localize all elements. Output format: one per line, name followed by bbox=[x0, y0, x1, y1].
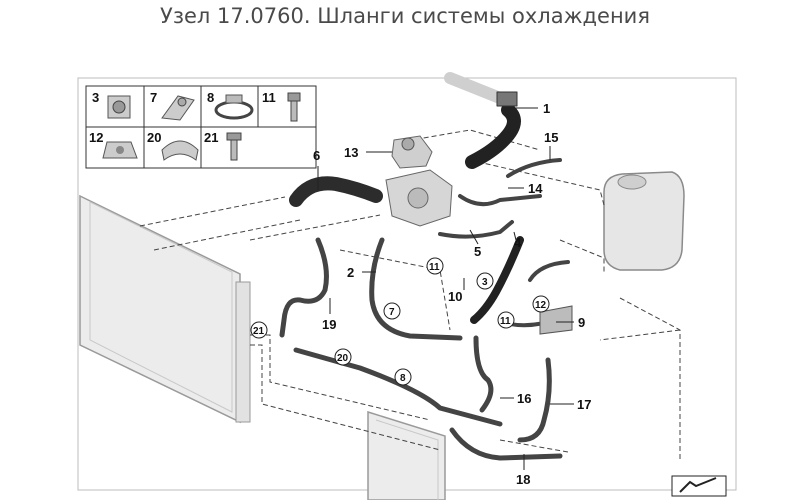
callout-10: 10 bbox=[448, 289, 462, 304]
legend-num-21: 21 bbox=[204, 130, 218, 145]
bracket-9 bbox=[539, 305, 573, 335]
clip-nut-icon bbox=[102, 141, 138, 159]
callout-circle-11a: 11 bbox=[429, 262, 440, 273]
callout-16: 16 bbox=[517, 391, 531, 406]
hose-clamp-icon bbox=[214, 94, 254, 120]
callout-4: 4 bbox=[514, 235, 522, 250]
callout-5: 5 bbox=[474, 244, 481, 259]
legend-num-20: 20 bbox=[147, 130, 161, 145]
callout-15: 15 bbox=[544, 130, 558, 145]
callout-18: 18 bbox=[516, 472, 530, 487]
clamp-bracket-icon bbox=[107, 95, 131, 119]
callout-13: 13 bbox=[344, 145, 358, 160]
bolt-icon bbox=[287, 92, 301, 122]
callout-circle-11b: 11 bbox=[500, 316, 511, 327]
callout-19: 19 bbox=[322, 317, 336, 332]
callouts: 1 6 13 15 14 2 5 4 10 9 19 16 17 18 11 3 bbox=[250, 101, 591, 487]
legend-num-8: 8 bbox=[207, 90, 214, 105]
callout-14: 14 bbox=[528, 181, 543, 196]
legend-num-3: 3 bbox=[92, 90, 99, 105]
expansion-tank bbox=[603, 171, 685, 271]
auxiliary-radiator bbox=[367, 410, 446, 500]
hose-holder-icon bbox=[161, 95, 195, 121]
callout-9: 9 bbox=[578, 315, 585, 330]
electric-pump bbox=[391, 135, 433, 169]
mounting-bracket-icon bbox=[161, 140, 199, 161]
screw-icon bbox=[226, 132, 242, 161]
legend-num-7: 7 bbox=[150, 90, 157, 105]
corner-logo-icon bbox=[671, 475, 727, 497]
legend-num-12: 12 bbox=[89, 130, 103, 145]
callout-circle-7: 7 bbox=[389, 307, 395, 318]
callout-2: 2 bbox=[347, 265, 354, 280]
callout-circle-8: 8 bbox=[400, 373, 406, 384]
callout-1: 1 bbox=[543, 101, 550, 116]
callout-circle-21: 21 bbox=[253, 326, 265, 337]
coolant-pump-housing bbox=[385, 169, 453, 227]
diagram-title: Узел 17.0760. Шланги системы охлаждения bbox=[160, 4, 650, 28]
callout-circle-3: 3 bbox=[482, 277, 488, 288]
hoses bbox=[279, 72, 570, 461]
parts-legend: 3 7 8 11 12 20 21 bbox=[85, 85, 317, 169]
legend-num-11: 11 bbox=[262, 90, 276, 105]
callout-17: 17 bbox=[577, 397, 591, 412]
callout-circle-12: 12 bbox=[535, 300, 547, 311]
callout-6: 6 bbox=[313, 148, 320, 163]
radiator bbox=[79, 194, 251, 424]
callout-circle-20: 20 bbox=[337, 353, 349, 364]
